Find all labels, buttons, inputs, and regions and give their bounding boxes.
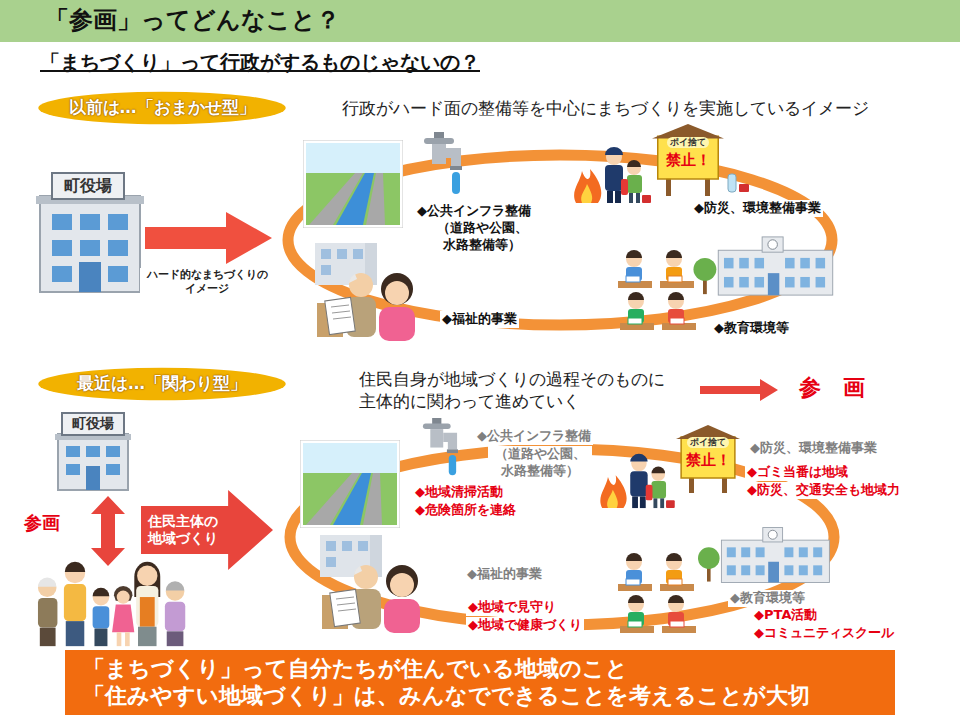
item-label: ◆教育環境等 xyxy=(728,590,807,607)
node-text: 以前は…「おまかせ型」 xyxy=(69,97,256,118)
activity-label: ◆防災、交通安全も地域力 xyxy=(745,482,902,499)
title-band xyxy=(0,0,960,42)
school-picture xyxy=(693,237,832,295)
rect-shape xyxy=(108,214,128,230)
item-note: （道路や公園、 水路整備等） xyxy=(488,446,592,480)
rect-shape xyxy=(106,446,120,457)
residents-picture xyxy=(38,562,185,646)
node-text: ポイ捨て xyxy=(687,437,729,448)
rect-shape xyxy=(66,464,80,475)
description: 行政がハード面の整備等を中心にまちづくりを実施しているイメージ xyxy=(340,97,871,119)
section-new xyxy=(38,379,834,646)
canal-picture xyxy=(300,440,400,528)
classroom-picture xyxy=(618,250,696,330)
item-label: ◆福祉的事業 xyxy=(440,311,519,328)
node-text: 町役場 xyxy=(72,415,114,433)
rect-shape xyxy=(108,240,128,256)
rect-shape xyxy=(40,196,140,292)
rect-shape xyxy=(79,262,101,292)
participation-label: 参画 xyxy=(22,511,62,534)
subtitle: 「まちづくり」って行政がするものじゃないの？ xyxy=(38,49,482,75)
item-label: ◆防災、環境整備事業 xyxy=(748,440,879,457)
town-hall-sign: 町役場 xyxy=(51,172,125,200)
description: 住民自身が地域づくりの過程そのものに 主体的に関わって進めていく xyxy=(357,368,681,412)
node-text: 住民主体の 地域づくり xyxy=(148,513,228,548)
activity-label: ◆ゴミ当番は地域 xyxy=(745,464,850,481)
item-label: ◆福祉的事業 xyxy=(465,566,544,583)
rect-shape xyxy=(108,266,128,282)
item-label: ◆公共インフラ整備 xyxy=(415,203,533,220)
node-text: 「住みやすい地域づくり」は、みんなでできることを考えることが大切 xyxy=(83,682,810,710)
type-oval: 以前は…「おまかせ型」 xyxy=(37,91,287,125)
polygon-shape xyxy=(141,490,273,570)
rect-shape xyxy=(58,434,128,490)
rect-shape xyxy=(52,214,72,230)
rect-shape xyxy=(80,240,100,256)
rect-shape xyxy=(80,214,100,230)
ellipse-shape xyxy=(38,92,286,125)
arrow-caption: ハード的なまちづくりの イメージ xyxy=(140,268,274,297)
town-hall-icon xyxy=(55,434,131,490)
rect-shape xyxy=(52,240,72,256)
node-text: 「まちづくり」って自分たちが住んでいる地域のこと xyxy=(83,655,628,683)
no-littering-sign: ポイ捨て禁止！ xyxy=(652,124,724,180)
faucet-picture xyxy=(423,418,458,475)
participation-label: 参 画 xyxy=(797,374,867,403)
node-text: 最近は…「関わり型」 xyxy=(77,373,247,394)
rect-shape xyxy=(658,136,718,179)
arrow-shape xyxy=(145,212,272,264)
participation-arrow: 住民主体の 地域づくり xyxy=(141,490,273,570)
town-hall-icon xyxy=(36,196,144,292)
rect-shape xyxy=(66,446,80,457)
canal-picture xyxy=(303,140,403,228)
rect-shape xyxy=(106,464,120,475)
item-label: ◆防災、環境整備事業 xyxy=(692,200,823,217)
activity-label: ◆危険箇所を連絡 xyxy=(413,502,518,519)
rect-shape xyxy=(728,174,736,192)
item-label: ◆公共インフラ整備 xyxy=(475,428,593,445)
rect-shape xyxy=(739,184,749,192)
school-picture xyxy=(698,528,829,583)
rect-shape xyxy=(681,437,735,478)
rect-shape xyxy=(52,266,72,282)
faucet-picture xyxy=(424,132,462,194)
item-label: ◆教育環境等 xyxy=(712,320,791,337)
classroom-picture xyxy=(618,553,696,633)
double-arrow xyxy=(91,496,125,566)
town-hall-sign: 町役場 xyxy=(61,412,125,436)
welfare-picture xyxy=(320,535,420,633)
arrow-shape xyxy=(700,379,778,401)
item-note: （道路や公園、 水路整備等） xyxy=(430,220,534,254)
welfare-picture xyxy=(315,243,415,341)
activity-label: ◆地域で健康づくり xyxy=(466,617,584,634)
activity-label: ◆コミュニティスクール xyxy=(752,625,896,642)
section-old xyxy=(36,132,833,341)
node-text: 町役場 xyxy=(64,176,112,196)
node-text: 禁止！ xyxy=(686,451,731,470)
title-text: 「参画」ってどんなこと？ xyxy=(45,5,340,35)
rect-shape xyxy=(86,466,100,490)
rect-shape xyxy=(86,446,100,457)
firefighting-picture xyxy=(600,454,674,508)
firefighting-picture xyxy=(574,147,651,203)
node-text: 禁止！ xyxy=(666,151,711,170)
conclusion-band: 「まちづくり」って自分たちが住んでいる地域のこと「住みやすい地域づくり」は、みん… xyxy=(65,650,895,715)
activity-label: ◆地域清掃活動 xyxy=(413,484,505,501)
no-littering-sign: ポイ捨て禁止！ xyxy=(676,425,740,479)
type-oval: 最近は…「関わり型」 xyxy=(37,367,287,401)
node-text: ポイ捨て xyxy=(667,137,709,148)
ellipse-shape xyxy=(38,368,286,401)
activity-label: ◆地域で見守り xyxy=(466,599,558,616)
activity-label: ◆PTA活動 xyxy=(752,607,819,624)
